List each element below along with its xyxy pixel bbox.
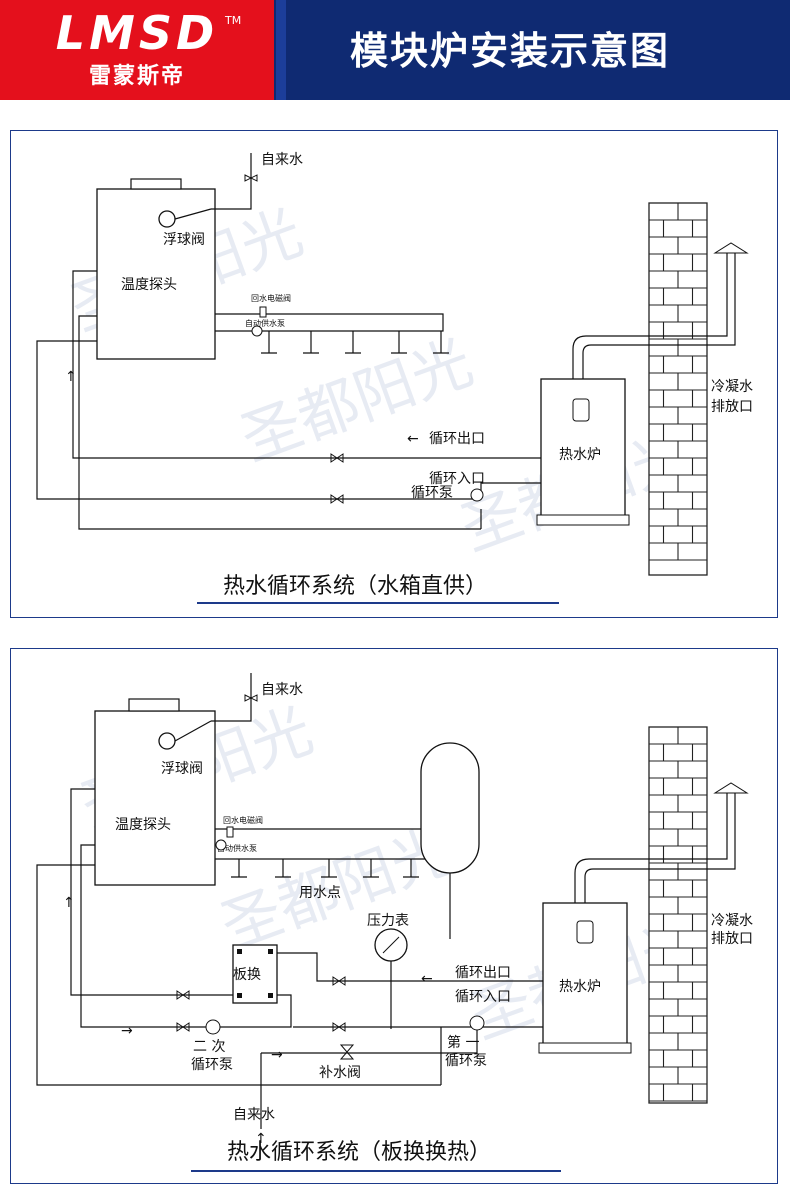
expansion-tank — [420, 742, 480, 939]
label-loop-outlet: 循环出口 — [429, 431, 485, 447]
diagram-caption: 热水循环系统（板换换热） — [227, 1140, 491, 1165]
plate-exchanger — [232, 944, 278, 1004]
label-makeup-valve: 补水阀 — [319, 1065, 361, 1081]
supply-pump-icon — [215, 839, 227, 851]
label-condensate-drain-1: 冷凝水 — [711, 379, 753, 395]
label-return-solenoid-valve: 回水电磁阀 — [223, 815, 263, 825]
brick-wall — [648, 202, 708, 576]
diagram-panel-plate-exchange: 圣都阳光 圣都阳光 圣都阳光 浮球阀 温度探头 自来水 回水电磁阀 自动供水泵 … — [10, 648, 778, 1184]
label-tap-water-bottom: 自来水 — [233, 1107, 275, 1123]
label-loop-outlet: 循环出口 — [455, 965, 511, 981]
flue-pipe — [641, 242, 749, 346]
flow-arrow: ← — [421, 971, 433, 987]
label-boiler: 热水炉 — [559, 447, 601, 463]
label-temperature-probe: 温度探头 — [115, 817, 171, 833]
flow-arrow: ← — [407, 431, 419, 447]
flue-pipe — [643, 782, 749, 870]
flow-arrow: ↑ — [255, 1131, 267, 1147]
logo-subtitle: 雷蒙斯帝 — [88, 64, 185, 89]
label-secondary-pump-1: 二 次 — [193, 1039, 225, 1055]
label-condensate-drain-2: 排放口 — [711, 931, 753, 947]
diagram-direct-supply: 圣都阳光 圣都阳光 圣都阳光 浮球阀 温度探头 自来水 回水电磁阀 自动供水泵 — [36, 152, 753, 604]
flow-arrow: ↑ — [65, 369, 77, 385]
water-tank — [94, 698, 216, 886]
boiler-unit — [536, 335, 641, 526]
water-tank — [96, 178, 216, 360]
label-secondary-pump-2: 循环泵 — [191, 1057, 233, 1073]
header-divider — [276, 0, 286, 100]
label-condensate-drain-2: 排放口 — [711, 399, 753, 415]
label-boiler: 热水炉 — [559, 979, 601, 995]
label-temperature-probe: 温度探头 — [121, 277, 177, 293]
flow-arrow: → — [271, 1047, 283, 1063]
label-float-valve: 浮球阀 — [161, 761, 203, 777]
label-loop-inlet: 循环入口 — [429, 471, 485, 487]
logo-wordmark: LMSD — [55, 6, 219, 60]
pressure-gauge-icon — [374, 928, 408, 1029]
float-valve-icon — [158, 208, 212, 228]
diagram-panel-direct-supply: 圣都阳光 圣都阳光 圣都阳光 浮球阀 温度探头 自来水 回水电磁阀 自动供水泵 — [10, 130, 778, 618]
watermark-text: 圣都阳光 — [232, 327, 481, 475]
loop-valves — [176, 976, 355, 1060]
diagram-caption: 热水循环系统（水箱直供） — [223, 574, 487, 599]
float-valve-icon — [158, 720, 212, 750]
label-auto-supply-pump: 自动供水泵 — [245, 318, 285, 328]
logo-trademark: TM — [225, 14, 242, 27]
diagram-plate-exchange: 圣都阳光 圣都阳光 圣都阳光 浮球阀 温度探头 自来水 回水电磁阀 自动供水泵 … — [36, 673, 753, 1172]
tap-valve-icon — [244, 174, 258, 182]
label-loop-inlet: 循环入口 — [455, 989, 511, 1005]
label-primary-pump-1: 第 一 — [447, 1034, 479, 1051]
solenoid-valve-icon — [259, 306, 267, 318]
header-banner: LMSD TM 雷蒙斯帝 模块炉安装示意图 — [0, 0, 790, 100]
label-tap-water: 自来水 — [261, 682, 303, 698]
brand-logo: LMSD TM 雷蒙斯帝 — [0, 0, 274, 100]
brick-wall — [648, 726, 708, 1104]
label-pressure-gauge: 压力表 — [367, 913, 409, 929]
loop-valves — [330, 453, 344, 504]
label-primary-pump-2: 循环泵 — [445, 1053, 487, 1069]
label-tap-water: 自来水 — [261, 152, 303, 168]
primary-pump-icon — [469, 1015, 485, 1031]
loop-pump-icon — [470, 488, 484, 502]
water-points — [261, 331, 449, 354]
flow-arrow: → — [121, 1023, 133, 1039]
solenoid-valve-icon — [226, 826, 234, 838]
supply-pump-icon — [251, 325, 263, 337]
water-points — [231, 859, 419, 878]
label-loop-pump: 循环泵 — [411, 485, 453, 501]
label-water-points: 用水点 — [299, 885, 341, 901]
secondary-pump-icon — [205, 1019, 221, 1035]
boiler-unit — [538, 858, 643, 1054]
tap-valve-icon — [244, 694, 258, 702]
label-float-valve: 浮球阀 — [163, 232, 205, 248]
page-title: 模块炉安装示意图 — [349, 29, 670, 73]
label-auto-supply-pump: 自动供水泵 — [217, 843, 257, 853]
label-condensate-drain-1: 冷凝水 — [711, 913, 753, 929]
flow-arrow: ↑ — [63, 895, 75, 911]
label-return-solenoid-valve: 回水电磁阀 — [251, 293, 291, 303]
label-plate-exchanger: 板换 — [233, 966, 261, 983]
